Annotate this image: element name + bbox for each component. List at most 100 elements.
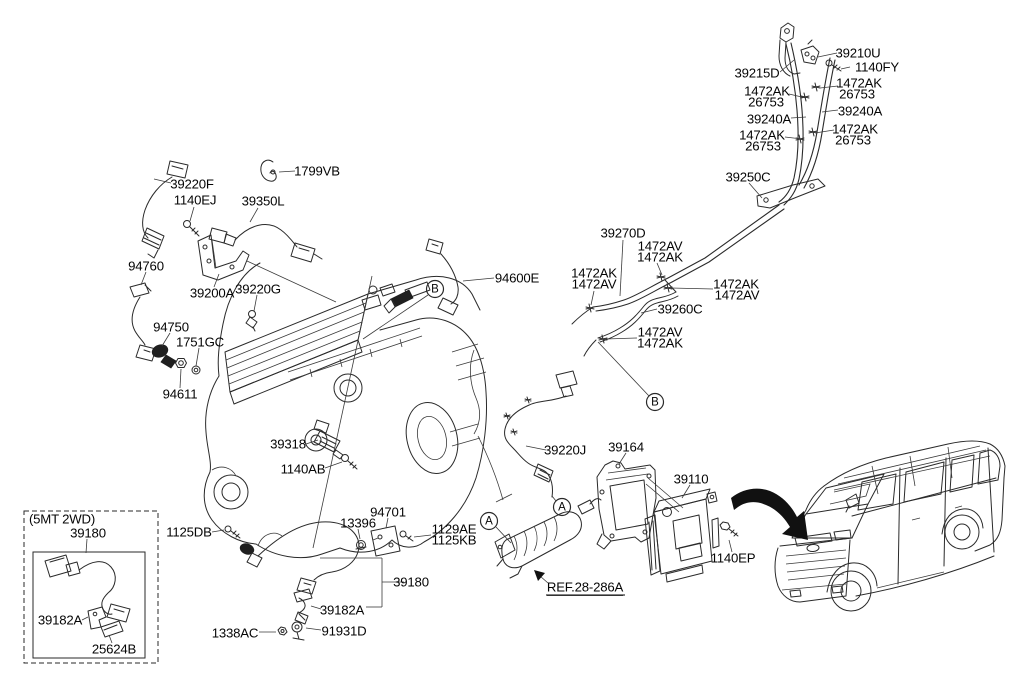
valve-39210u-drawing <box>800 39 820 65</box>
ref-arrowhead <box>534 570 545 581</box>
part-label-39180-43: 39180 <box>70 526 106 541</box>
part-label-1472ak-9: 1472AK <box>832 122 878 137</box>
bracket-39200a-drawing <box>197 234 250 281</box>
connection-marker-letter: B <box>651 397 659 409</box>
part-label-39260c-21: 39260C <box>658 302 704 317</box>
part-label-1129ae-49: 1129AE <box>432 522 477 537</box>
pad-25624b-drawing <box>100 620 124 638</box>
part-label-39200a-29: 39200A <box>190 286 235 301</box>
5mt-variant-box <box>23 510 159 664</box>
bracket-39164-drawing <box>596 460 657 550</box>
sensor-39318-drawing <box>313 419 344 460</box>
bolt-1140ep-drawing <box>719 521 739 537</box>
condenser-94701-drawing <box>370 525 401 557</box>
fuel-line-drawing <box>571 22 842 357</box>
part-label-1751gc-32: 1751GC <box>176 335 225 350</box>
leader-lines <box>81 52 851 644</box>
part-label-39182a-44: 39182A <box>38 613 83 628</box>
part-label-94750-31: 94750 <box>153 320 189 335</box>
part-label-39215d-2: 39215D <box>735 66 780 81</box>
part-label-39240a-7: 39240A <box>838 104 883 119</box>
oxygen-sensor-39220f-drawing <box>141 160 189 259</box>
part-label-1472ak-23: 1472AK <box>637 336 683 351</box>
part-label-5mt2wd-42: (5MT 2WD) <box>29 512 95 527</box>
part-label-1472av-18: 1472AV <box>572 277 617 292</box>
connection-marker-a-2: A <box>552 497 572 517</box>
connection-marker-letter: A <box>558 502 566 514</box>
part-label-26753-10: 26753 <box>835 133 871 148</box>
sensor-94760-drawing <box>129 282 157 362</box>
part-label-1472av-15: 1472AV <box>638 239 683 254</box>
nut-94611-drawing <box>175 358 187 368</box>
part-label-39270d-14: 39270D <box>601 226 646 241</box>
part-label-39220j-37: 39220J <box>544 443 586 458</box>
sensor-39220g-drawing <box>245 310 258 332</box>
sensor-94750-drawing <box>151 344 177 369</box>
part-label-13396-47: 13396 <box>340 516 376 531</box>
part-label-39350l-27: 39350L <box>242 194 285 209</box>
part-label-26753-12: 26753 <box>745 139 781 154</box>
part-label-1338ac-53: 1338AC <box>212 626 259 641</box>
part-label-39250c-13: 39250C <box>726 170 772 185</box>
part-label-26753-4: 26753 <box>839 87 875 102</box>
part-label-1472ak-16: 1472AK <box>637 250 683 265</box>
part-label-39240a-8: 39240A <box>747 112 792 127</box>
part-label-1125db-46: 1125DB <box>166 525 212 540</box>
part-label-1472ak-3: 1472AK <box>836 76 882 91</box>
location-arrow <box>731 488 808 540</box>
part-label-94611-33: 94611 <box>163 387 198 402</box>
bolt-1140ab-drawing <box>341 454 358 470</box>
ecu-39110-drawing <box>644 488 720 583</box>
ring-1751gc-drawing <box>191 365 201 375</box>
oxygen-sensor-39220j-drawing <box>503 370 578 498</box>
part-label-39182a-52: 39182A <box>320 603 365 618</box>
part-label-26753-6: 26753 <box>748 95 784 110</box>
crank-sensor-39180-5mt-drawing <box>44 554 131 623</box>
part-label-1472av-22: 1472AV <box>638 325 683 340</box>
part-label-1140fy-1: 1140FY <box>855 60 899 75</box>
sensor-94600e-drawing <box>425 238 459 316</box>
part-label-1472ak-19: 1472AK <box>713 277 759 292</box>
connection-marker-letter: A <box>485 516 493 528</box>
part-label-1125kb-50: 1125KB <box>432 533 477 548</box>
bracket-39182a-5mt-drawing <box>87 606 107 630</box>
part-label-1140ab-36: 1140AB <box>281 462 326 477</box>
grommet-91931d-drawing <box>291 621 305 641</box>
catalytic-converter-drawing <box>494 498 602 579</box>
part-label-39318-35: 39318 <box>270 437 306 452</box>
part-label-94760-28: 94760 <box>128 259 164 274</box>
engine-drawing <box>203 262 513 559</box>
part-label-39180-51: 39180 <box>393 575 429 590</box>
nut-13396-drawing <box>355 540 367 550</box>
bolt-1125db-drawing <box>224 525 241 539</box>
part-label-39110-39: 39110 <box>674 472 709 487</box>
part-label-1472ak-17: 1472AK <box>571 266 617 281</box>
part-label-ref28286a-41[interactable]: REF.28-286A <box>547 580 624 595</box>
part-label-39164-38: 39164 <box>608 440 644 455</box>
bolt-1140ej-drawing <box>183 220 200 237</box>
connection-marker-letter: B <box>431 284 439 296</box>
part-label-1472av-20: 1472AV <box>715 288 760 303</box>
part-label-1472ak-5: 1472AK <box>744 84 790 99</box>
part-label-39220f-25: 39220F <box>170 177 214 192</box>
vehicle-drawing <box>774 440 1006 612</box>
pipe-clamps <box>585 82 821 344</box>
bolt-1140fy-drawing <box>825 59 842 72</box>
part-label-1140ej-26: 1140EJ <box>174 193 217 208</box>
part-label-39210u-0: 39210U <box>836 46 881 61</box>
clip-1799vb-drawing <box>260 159 277 182</box>
connection-marker-b-1: B <box>645 392 665 412</box>
bolt-1129ae-drawing <box>399 530 414 542</box>
part-label-94600e-34: 94600E <box>495 271 540 286</box>
nut-1338ac-drawing <box>277 626 288 636</box>
part-label-1140ep-40: 1140EP <box>711 551 756 566</box>
part-label-39220g-30: 39220G <box>235 282 281 297</box>
crank-sensor-39180-drawing <box>239 521 360 625</box>
connection-marker-b-0: B <box>425 279 445 299</box>
part-label-1799vb-24: 1799VB <box>294 164 340 179</box>
part-label-91931d-54: 91931D <box>322 624 367 639</box>
sensor-39350l-drawing <box>208 224 323 263</box>
part-label-25624b-45: 25624B <box>92 642 137 657</box>
